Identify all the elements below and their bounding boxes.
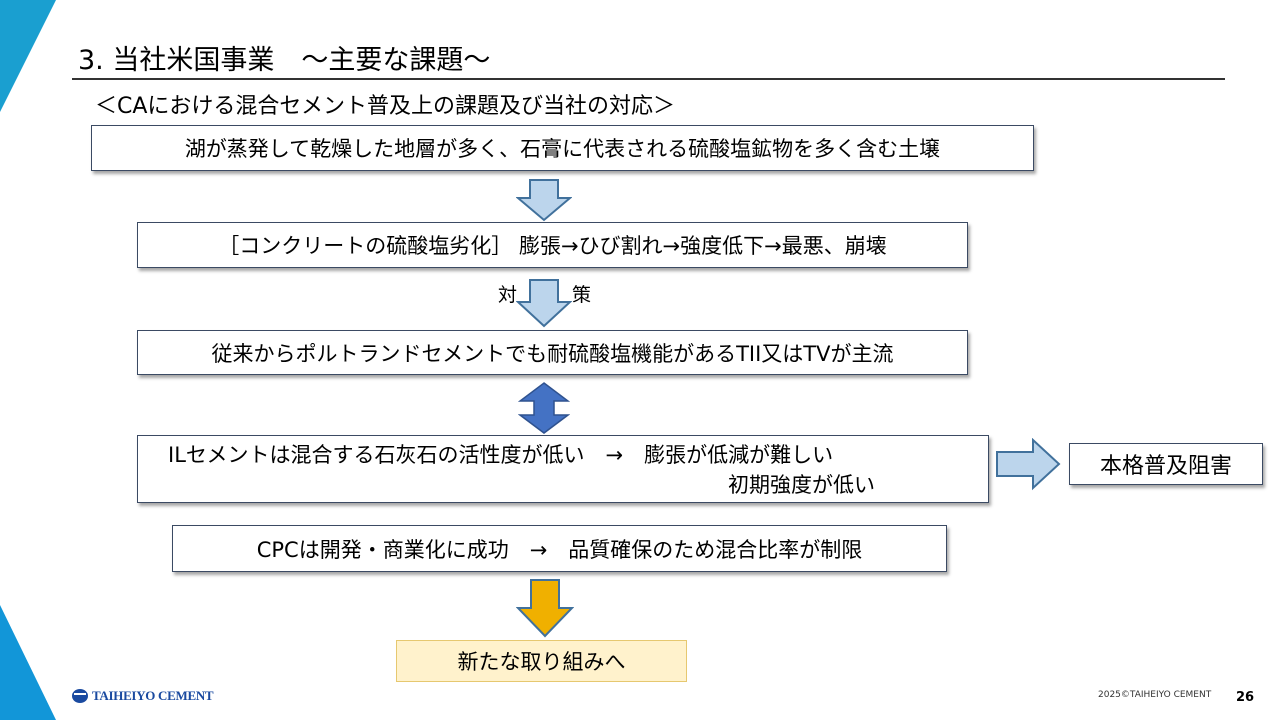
page-number: 26 — [1236, 690, 1255, 705]
logo-mark-icon — [72, 689, 88, 703]
page-title: 3. 当社米国事業 ～主要な課題～ — [78, 45, 491, 76]
copyright: 2025©TAIHEIYO CEMENT — [1098, 690, 1212, 700]
title-divider — [72, 78, 1225, 80]
subtitle: ＜CAにおける混合セメント普及上の課題及び当社の対応＞ — [95, 94, 675, 119]
il-cement-box: ILセメントは混合する石灰石の活性度が低い → 膨張が低減が難しい 初期強度が低… — [137, 435, 989, 503]
il-cement-line2: 初期強度が低い — [728, 473, 875, 497]
sulfate-attack-box: ［コンクリートの硫酸塩劣化］ 膨張→ひび割れ→強度低下→最悪、崩壊 — [137, 222, 968, 268]
new-initiative-box: 新たな取り組みへ — [396, 640, 687, 682]
double-arrow-icon — [518, 382, 570, 434]
cpc-box: CPCは開発・商業化に成功 → 品質確保のため混合比率が制限 — [172, 525, 947, 572]
traditional-cement-box: 従来からポルトランドセメントでも耐硫酸塩機能があるTII又はTVが主流 — [137, 330, 968, 375]
adoption-barrier-box: 本格普及阻害 — [1069, 443, 1263, 485]
corner-decoration-bottom — [0, 605, 56, 720]
countermeasure-label-left: 対 — [498, 284, 518, 306]
soil-box: 湖が蒸発して乾燥した地層が多く、石膏に代表される硫酸塩鉱物を多く含む土壌 — [91, 125, 1034, 171]
arrow-down-icon — [516, 279, 572, 328]
il-cement-line1: ILセメントは混合する石灰石の活性度が低い → 膨張が低減が難しい — [168, 443, 834, 467]
arrow-down-icon — [516, 579, 574, 638]
logo-text: TAIHEIYO CEMENT — [92, 688, 214, 703]
arrow-right-icon — [996, 438, 1061, 491]
company-logo: TAIHEIYO CEMENT — [72, 688, 214, 704]
countermeasure-label-right: 策 — [572, 284, 592, 306]
arrow-down-icon — [516, 179, 572, 222]
corner-decoration-top — [0, 0, 56, 112]
